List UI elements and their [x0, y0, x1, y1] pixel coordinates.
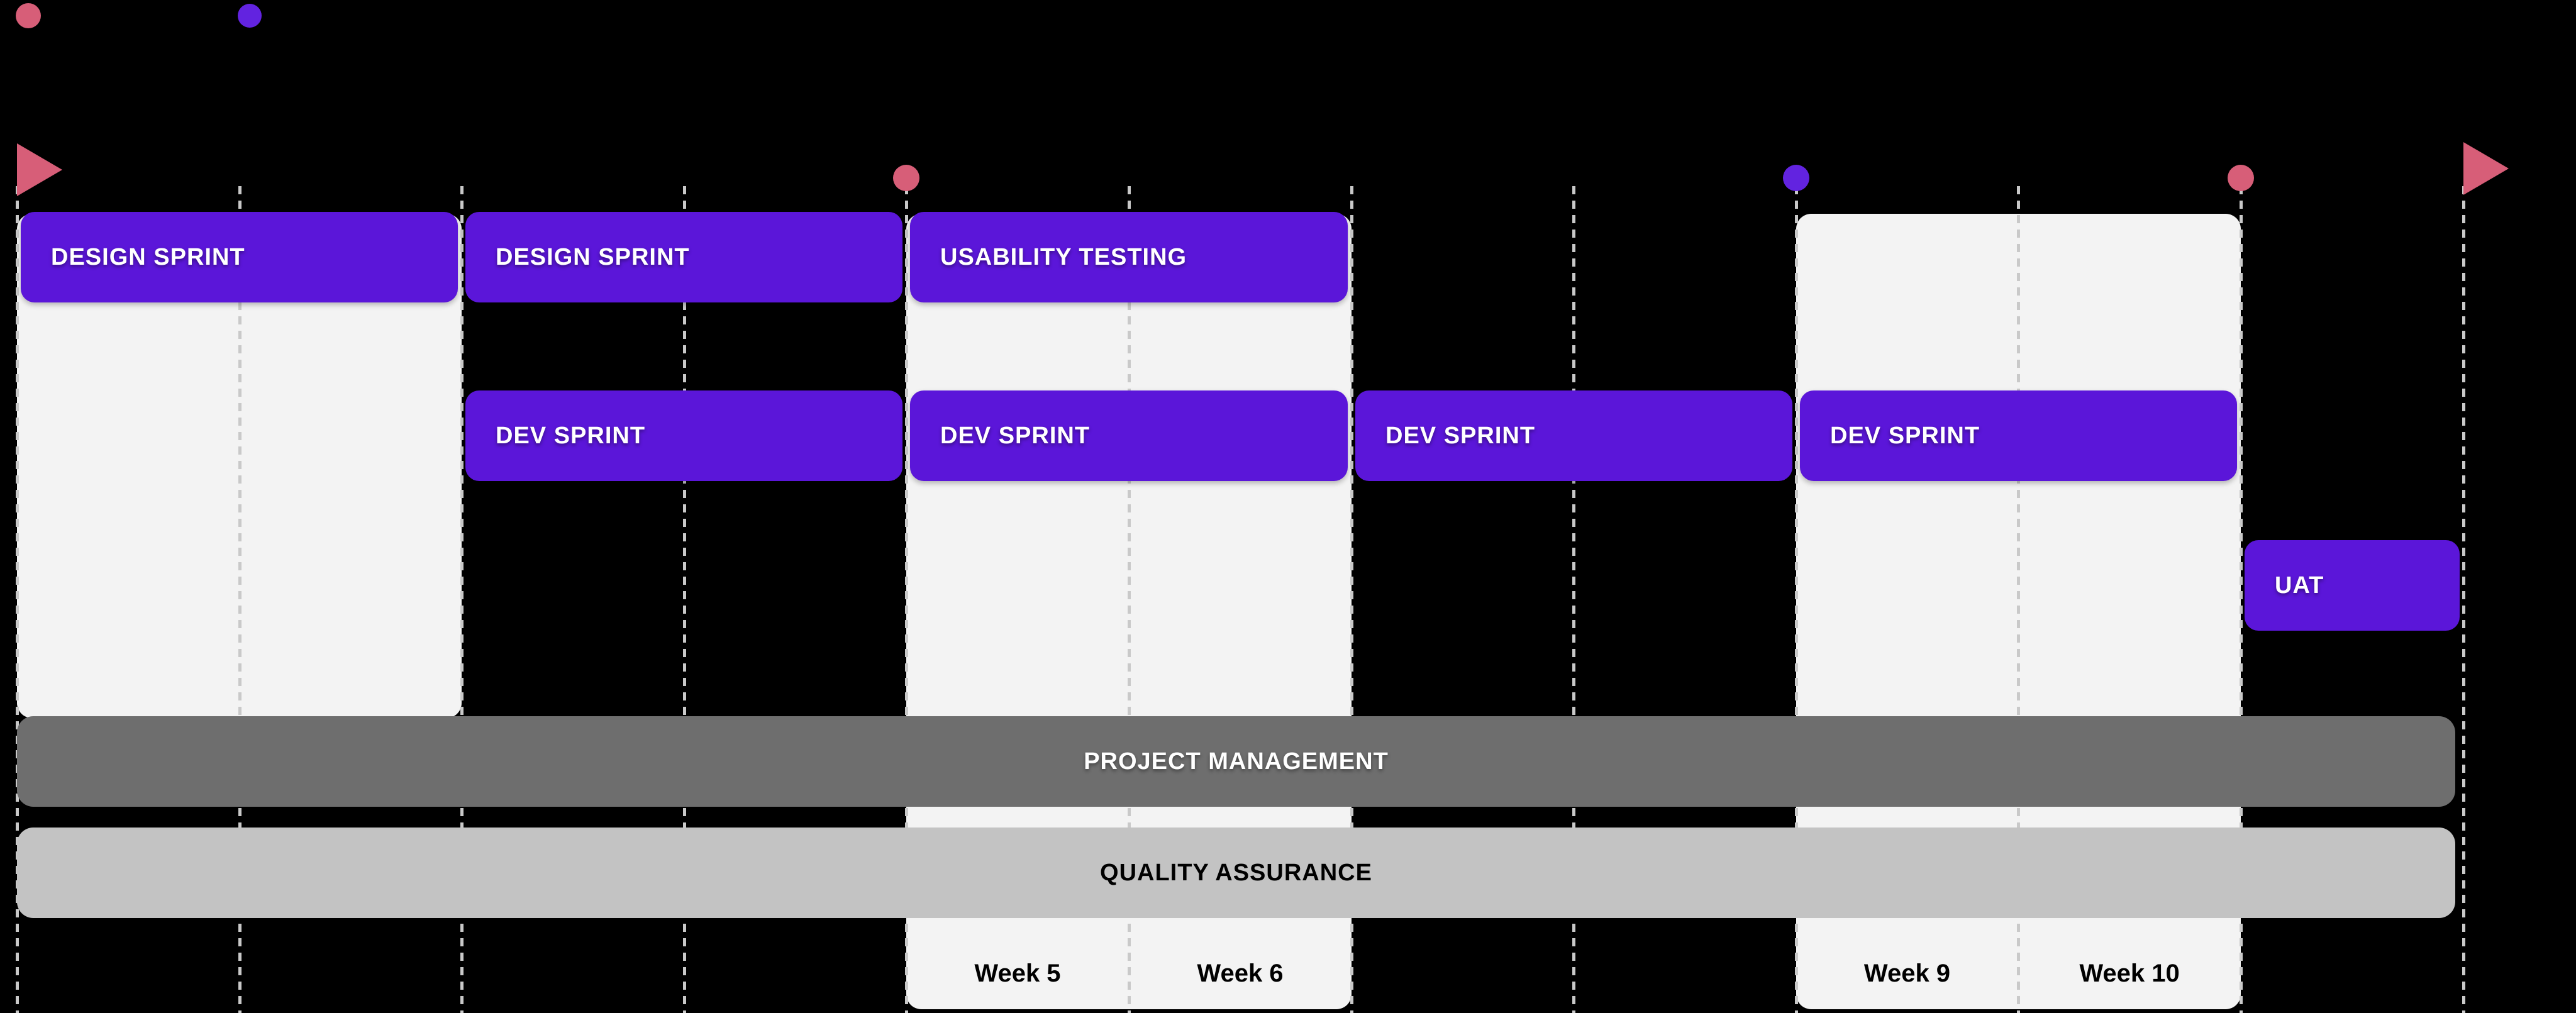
week-gridline-2 — [238, 186, 242, 1013]
track-bar-project-management: PROJECT MANAGEMENT — [17, 716, 2455, 807]
task-bar-dev-sprint-3: DEV SPRINT — [1355, 390, 1792, 481]
task-bar-label: DEV SPRINT — [940, 422, 1091, 449]
task-bar-label: DEV SPRINT — [1385, 422, 1536, 449]
track-bar-quality-assurance: QUALITY ASSURANCE — [17, 828, 2455, 918]
week-gridline-4 — [683, 186, 686, 1013]
end-flag-icon — [2463, 142, 2509, 195]
week-label-6: Week 6 — [1197, 960, 1284, 987]
task-bar-label: UAT — [2275, 572, 2324, 599]
track-bar-label: PROJECT MANAGEMENT — [1084, 748, 1389, 775]
task-bar-usability-testing: USABILITY TESTING — [910, 212, 1348, 302]
start-flag-icon — [17, 143, 62, 196]
week-gridline-7 — [1350, 186, 1353, 1013]
task-bar-dev-sprint-2: DEV SPRINT — [910, 390, 1348, 481]
milestone-dot-week5-icon — [893, 165, 919, 191]
task-bar-label: DEV SPRINT — [496, 422, 646, 449]
task-bar-design-sprint-2: DESIGN SPRINT — [465, 212, 902, 302]
task-bar-label: USABILITY TESTING — [940, 243, 1187, 270]
week-gridline-5 — [905, 186, 908, 1013]
week-label-9: Week 9 — [1863, 960, 1951, 987]
week-gridline-8 — [1572, 186, 1575, 1013]
week-gridline-6 — [1128, 186, 1131, 1013]
week-gridline-9 — [1795, 186, 1798, 1013]
task-bar-label: DESIGN SPRINT — [496, 243, 690, 270]
week-gridline-12 — [2462, 186, 2465, 1013]
week-gridline-11 — [2240, 186, 2243, 1013]
task-bar-uat: UAT — [2245, 540, 2460, 631]
task-bar-dev-sprint-1: DEV SPRINT — [465, 390, 902, 481]
milestone-dot-week9-icon — [1783, 165, 1809, 191]
task-bar-label: DEV SPRINT — [1830, 422, 1980, 449]
week-gridline-1 — [16, 186, 19, 1013]
legend-red-dot-icon — [16, 3, 41, 28]
track-bar-label: QUALITY ASSURANCE — [1100, 859, 1372, 886]
task-bar-design-sprint-1: DESIGN SPRINT — [21, 212, 458, 302]
legend-purple-dot-icon — [238, 4, 262, 28]
week-gridline-10 — [2017, 186, 2020, 1013]
milestone-dot-week11-icon — [2228, 165, 2254, 191]
task-bar-dev-sprint-4: DEV SPRINT — [1800, 390, 2237, 481]
week-label-5: Week 5 — [974, 960, 1061, 987]
task-bar-label: DESIGN SPRINT — [51, 243, 245, 270]
week-label-10: Week 10 — [2079, 960, 2180, 987]
week-gridline-3 — [460, 186, 464, 1013]
